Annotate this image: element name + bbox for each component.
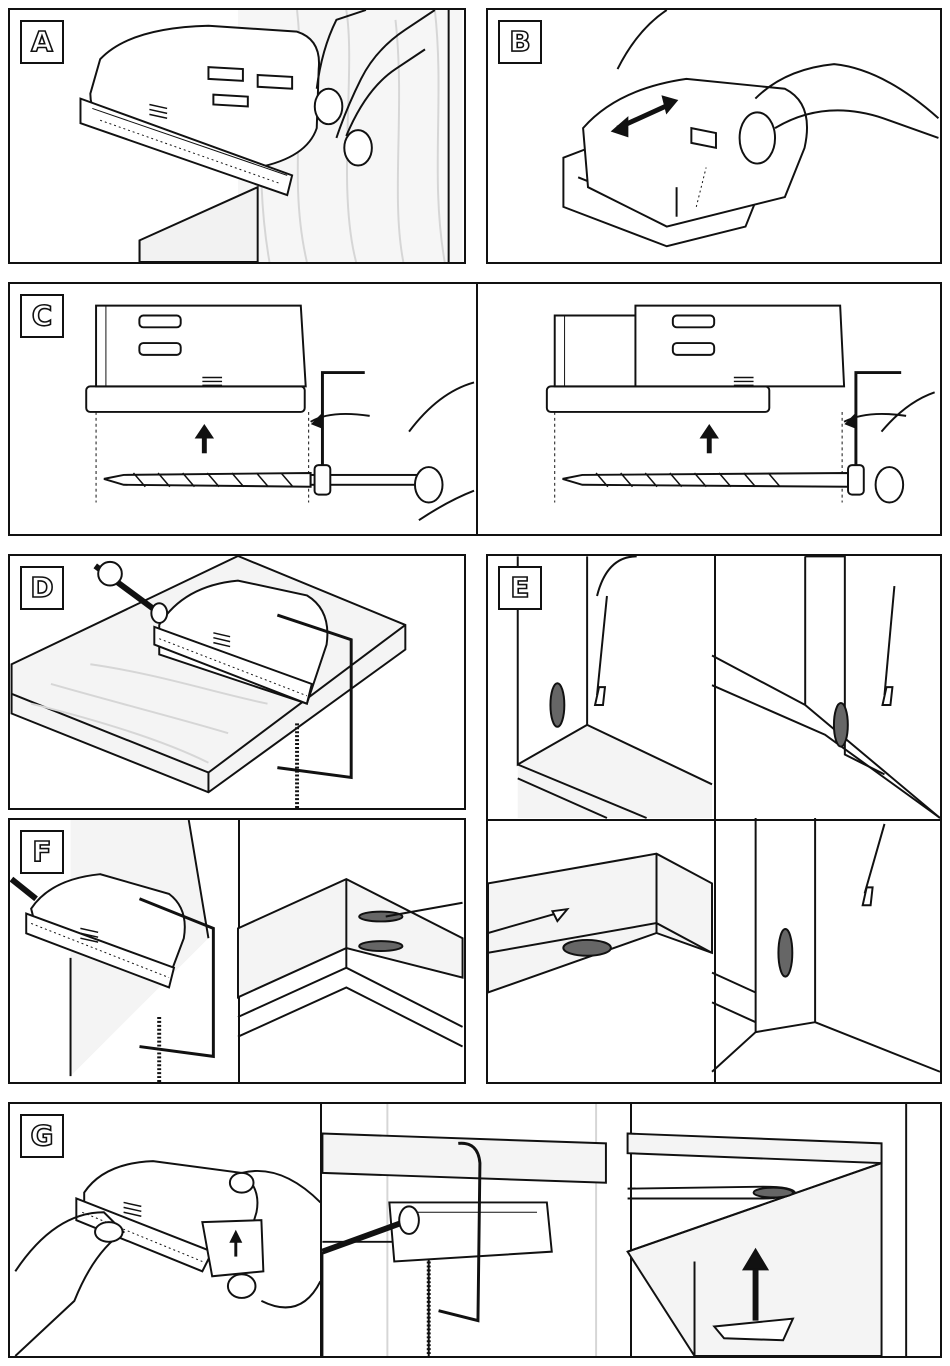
illustration-release-and-drill-face	[10, 1104, 940, 1356]
illustration-adjust-slider	[488, 10, 940, 262]
step-letter: A	[31, 28, 53, 56]
panel-c: C	[8, 282, 942, 536]
panel-g: G	[8, 1102, 942, 1358]
step-label-g: G	[20, 1114, 64, 1158]
illustration-jig-on-board-edge	[10, 10, 464, 262]
step-letter: C	[32, 302, 53, 330]
step-label-c: C	[20, 294, 64, 338]
illustration-clamp-on-panel	[10, 820, 464, 1082]
panel-f: F	[8, 818, 466, 1084]
step-label-e: E	[498, 566, 542, 610]
step-letter: E	[510, 574, 529, 602]
step-label-f: F	[20, 830, 64, 874]
step-label-b: B	[498, 20, 542, 64]
step-letter: D	[30, 574, 53, 602]
step-letter: F	[32, 838, 51, 866]
panel-e: E	[486, 554, 942, 1084]
panel-d: D	[8, 554, 466, 810]
step-letter: B	[509, 28, 530, 56]
illustration-set-drill-depth	[10, 284, 940, 534]
step-label-d: D	[20, 566, 64, 610]
panel-a: A	[8, 8, 466, 264]
illustration-clamped-drilling	[10, 556, 464, 808]
panel-b: B	[486, 8, 942, 264]
illustration-pocket-hole-joints	[488, 556, 940, 1082]
step-letter: G	[31, 1122, 54, 1150]
step-label-a: A	[20, 20, 64, 64]
